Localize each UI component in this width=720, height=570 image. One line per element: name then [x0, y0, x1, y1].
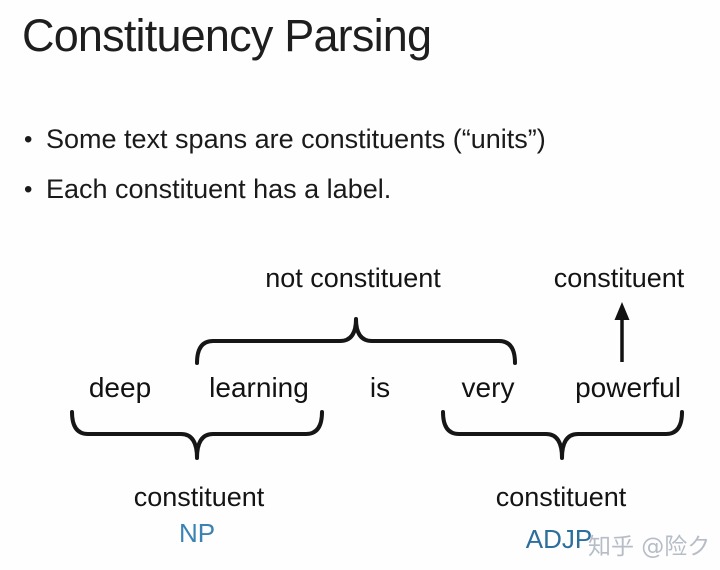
adjp-tag: ADJP — [525, 524, 593, 554]
adjp-underbrace — [441, 410, 684, 460]
bullet-marker: • — [24, 176, 33, 203]
word-is: is — [369, 372, 391, 403]
not-constituent-label: not constituent — [265, 263, 441, 293]
not-constituent-overbrace — [195, 317, 517, 365]
bullet-text: Each constituent has a label. — [46, 174, 392, 204]
constituent-left-label: constituent — [133, 482, 265, 512]
zhihu-watermark: 知乎 @险ク — [588, 534, 711, 560]
word-very: very — [461, 372, 515, 403]
constituent-top-label: constituent — [553, 263, 685, 293]
bullet-text: Some text spans are constituents (“units… — [46, 124, 546, 154]
word-powerful: powerful — [575, 372, 681, 403]
np-tag: NP — [178, 518, 216, 548]
bullet-item: • Some text spans are constituents (“uni… — [24, 124, 546, 155]
slide-title: Constituency Parsing — [22, 10, 432, 61]
np-underbrace — [70, 410, 324, 460]
bullet-marker: • — [24, 126, 33, 153]
word-deep: deep — [88, 372, 152, 403]
constituent-right-label: constituent — [495, 482, 627, 512]
constituent-arrow-head — [614, 302, 630, 320]
bullet-item: • Each constituent has a label. — [24, 174, 391, 205]
word-learning: learning — [209, 372, 309, 403]
